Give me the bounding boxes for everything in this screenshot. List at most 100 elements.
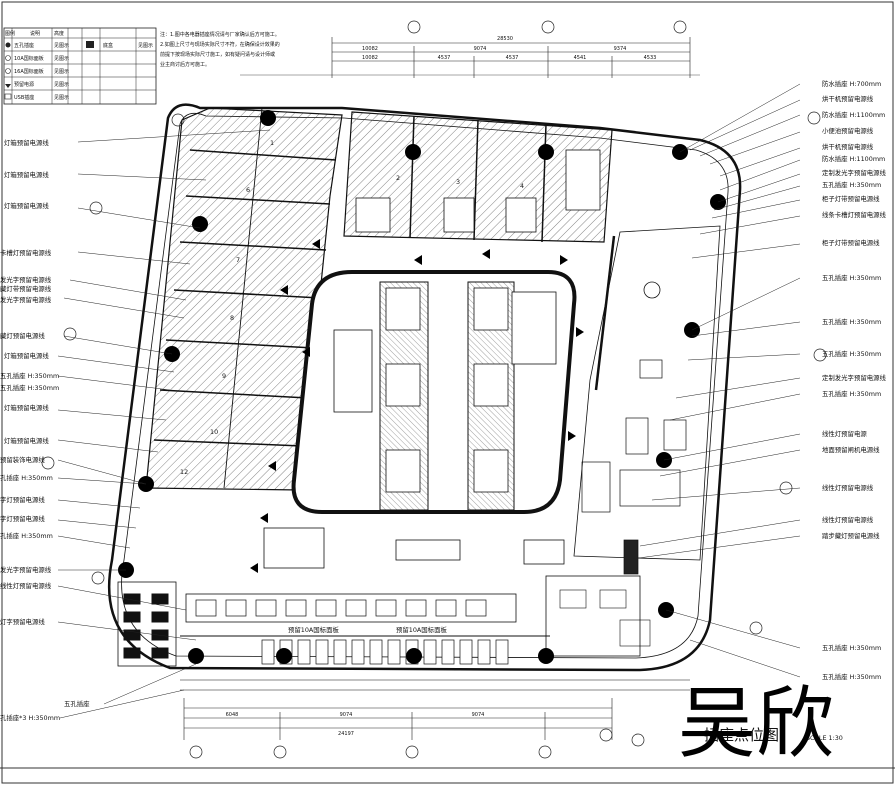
legend-header-desc: 说明 xyxy=(30,30,40,37)
annotation-label: 字灯预留电源线 xyxy=(0,495,45,504)
legend-row-height: 见图示 xyxy=(54,69,69,75)
legend-header-height: 高度 xyxy=(54,30,64,37)
room-number: 10 xyxy=(210,428,218,436)
room-number: 2 xyxy=(396,174,400,182)
annotation-label: 灯箱预留电源线 xyxy=(4,436,49,445)
room-number: 12 xyxy=(180,468,188,476)
annotation-label: 五孔插座 H:350mm xyxy=(822,349,881,358)
annotation-label: 灯箱预留电源线 xyxy=(4,170,49,179)
legend-row-name: 五孔插座 xyxy=(14,42,34,49)
panel-icon xyxy=(5,68,11,74)
drawing-title: 插座点位图 xyxy=(704,726,779,744)
left-leader-lines xyxy=(57,129,271,719)
room-number: 9 xyxy=(222,372,226,380)
annotation-label: 小便池预留电源线 xyxy=(822,126,874,135)
note-line: 前提下按现场实际尺寸施工，如有疑问请与设计师或 xyxy=(160,51,275,58)
notes-block: 注：1.图中各电器插座情况请与厂家确认后方可施工。 2.如图上尺寸与现场实际尺寸… xyxy=(160,31,280,68)
annotation-label: 灯箱预留电源线 xyxy=(4,403,49,412)
panel-icon xyxy=(5,55,11,61)
annotation-label: 五孔插座 H:350mm xyxy=(822,273,881,282)
bottom-strip xyxy=(117,527,651,667)
grid-bubbles-top xyxy=(41,20,827,759)
annotation-label: 五孔插座 H:350mm xyxy=(822,389,881,398)
annotation-label: 字灯预留电源线 xyxy=(0,514,45,523)
socket-marker xyxy=(538,144,554,160)
room-number: 1 xyxy=(270,139,274,147)
legend-header-symbol: 图例 xyxy=(5,30,15,37)
annotation-label: 预留装饰电源线 xyxy=(0,455,45,464)
annotation-label: 五孔插座 H:350mm xyxy=(0,383,59,392)
top-dim-total: 28530 xyxy=(497,36,513,42)
socket-markers xyxy=(118,110,726,664)
top-dim: 4541 xyxy=(574,55,587,61)
legend-row-name: USB插座 xyxy=(14,94,34,101)
socket-marker xyxy=(405,144,421,160)
signature-text: 吴欣 xyxy=(678,679,834,769)
annotation-label: 烘干机预留电源线 xyxy=(822,142,874,151)
annotation-label: 发光字预留电源线 xyxy=(0,565,52,574)
annotation-label: 灯箱预留电源线 xyxy=(4,351,49,360)
legend-row-height: 见图示 xyxy=(54,82,69,88)
annotation-label: 线性灯预留电源线 xyxy=(822,483,874,492)
usb-socket-icon xyxy=(4,93,12,100)
left-room-block xyxy=(145,107,343,491)
room-numbers: 1 2 3 4 6 7 8 9 10 12 xyxy=(180,139,524,476)
annotation-label: 线性灯预留电源线 xyxy=(0,581,52,590)
building-outline xyxy=(107,103,742,691)
top-dim: 4533 xyxy=(644,55,657,61)
annotation-label: 藏灯预留电源线 xyxy=(0,331,45,340)
legend-row-name: 16A国标面板 xyxy=(14,68,44,75)
right-gym-area xyxy=(573,225,721,575)
panel-annotation: 预留10A国标面板 xyxy=(288,625,339,634)
legend-table: 图例 说明 高度 五孔插座 见图示 10A国标面板 见图示 16A国标面板 见图… xyxy=(3,27,157,105)
annotation-label: 五孔插座 H:350mm xyxy=(0,371,59,380)
annotation-label: 五孔插座 H:350mm xyxy=(822,672,881,681)
top-room-block xyxy=(343,111,613,243)
legend-row-height: 见图示 xyxy=(54,95,69,101)
annotation-label: 孔插座 H:350mm xyxy=(0,473,53,482)
note-line: 注：1.图中各电器插座情况请与厂家确认后方可施工。 xyxy=(160,31,280,38)
socket-marker xyxy=(188,648,204,664)
legend-row-name: 预留电源 xyxy=(14,81,34,88)
annotation-label: 灯箱预留电源线 xyxy=(4,138,49,147)
legend-right-name: 底盒 xyxy=(103,42,113,49)
annotation-label: 柜子灯带预留电源线 xyxy=(822,194,880,203)
annotation-label: 五孔插座 H:350mm xyxy=(822,643,881,652)
top-dim: 4537 xyxy=(438,55,451,61)
socket-marker xyxy=(276,648,292,664)
socket-marker xyxy=(192,216,208,232)
top-dim: 9074 xyxy=(474,46,487,52)
bottom-dimensions xyxy=(183,698,613,740)
legend-right-height: 见图示 xyxy=(138,43,153,49)
note-line: 2.如图上尺寸与现场实际尺寸不符，在确保设计效果的 xyxy=(160,41,280,48)
annotation-label: 线条卡槽灯预留电源线 xyxy=(822,210,887,219)
socket-marker xyxy=(406,648,422,664)
room-number: 8 xyxy=(230,314,234,322)
annotation-label: 防水插座 H:1100mm xyxy=(822,154,885,163)
top-dim: 10082 xyxy=(362,46,378,52)
annotation-label: 踏步藏灯预留电源线 xyxy=(822,531,880,540)
top-dimensions xyxy=(240,37,700,78)
top-dim: 4537 xyxy=(506,55,519,61)
annotation-label: 孔插座 H:350mm xyxy=(0,531,53,540)
right-labels: 防水插座 H:700mm 烘干机预留电源线 防水插座 H:1100mm 小便池预… xyxy=(822,79,887,681)
right-leader-lines xyxy=(623,83,801,678)
left-labels: 灯箱预留电源线 灯箱预留电源线 灯箱预留电源线 卡槽灯预留电源线 发光字预留电源… xyxy=(0,138,90,722)
annotation-label: 线性灯预留电源 xyxy=(822,429,867,438)
power-reserve-icon xyxy=(5,84,11,88)
bottom-dim: 9074 xyxy=(472,712,485,718)
legend-row-height: 见图示 xyxy=(54,56,69,62)
annotation-label: 地面预留闸机电源线 xyxy=(822,445,880,454)
annotation-label: 定制发光字预留电源线 xyxy=(822,168,887,177)
room-number: 4 xyxy=(520,182,524,190)
annotation-label: 卡槽灯预留电源线 xyxy=(0,248,52,257)
annotation-label: 灯字预留电源线 xyxy=(0,617,45,626)
annotation-label: 柜子灯带预留电源线 xyxy=(822,238,880,247)
annotation-label: 五孔插座 H:350mm xyxy=(822,317,881,326)
bottom-dim-total: 24197 xyxy=(338,731,354,737)
legend-row-name: 10A国标面板 xyxy=(14,55,44,62)
top-dim: 10082 xyxy=(362,55,378,61)
